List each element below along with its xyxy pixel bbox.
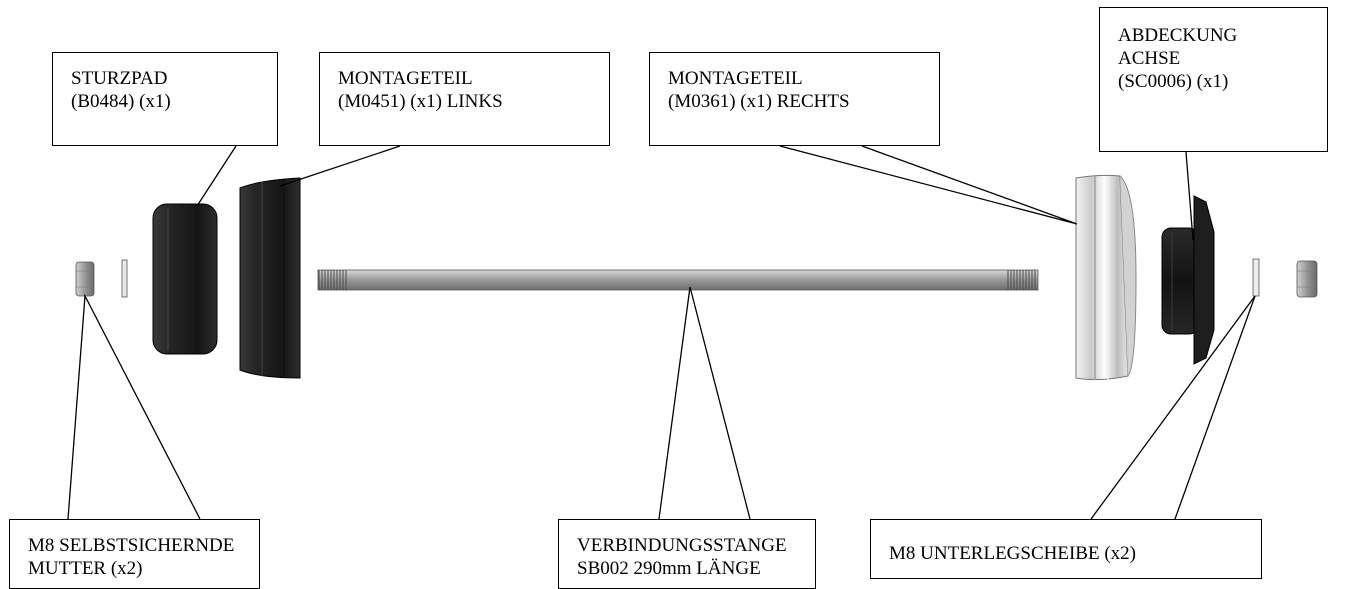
callout-line: (M0361) (x1) RECHTS bbox=[668, 91, 850, 112]
callout-verbindungsstange: VERBINDUNGSSTANGE SB002 290mm LÄNGE bbox=[558, 519, 816, 589]
m8-washer-right bbox=[1252, 258, 1260, 297]
mounting-part-right bbox=[1075, 174, 1137, 381]
callout-m8-unterlegscheibe: M8 UNTERLEGSCHEIBE (x2) bbox=[870, 519, 1262, 579]
callout-line: MONTAGETEIL bbox=[338, 68, 473, 89]
rod-thread-left bbox=[318, 270, 347, 290]
leader-stange bbox=[658, 286, 751, 520]
callout-sturzpad: STURZPAD (B0484) (x1) bbox=[52, 52, 278, 146]
callout-line: MONTAGETEIL bbox=[668, 68, 803, 89]
callout-m8-mutter: M8 SELBSTSICHERNDE MUTTER (x2) bbox=[9, 519, 260, 589]
m8-nut-right bbox=[1296, 260, 1318, 298]
rod-thread-right bbox=[1007, 270, 1036, 290]
leader-lines bbox=[67, 145, 1256, 520]
callout-line: (B0484) (x1) bbox=[71, 91, 171, 112]
callout-line: ACHSE bbox=[1118, 48, 1181, 69]
crash-pad-part bbox=[152, 203, 218, 355]
callout-abdeckung-achse: ABDECKUNG ACHSE (SC0006) (x1) bbox=[1099, 7, 1328, 152]
m8-nut-left bbox=[75, 261, 95, 297]
callout-line: ABDECKUNG bbox=[1118, 25, 1238, 46]
axle-cover-part bbox=[1161, 195, 1215, 365]
parts-illustration bbox=[67, 145, 1318, 520]
callout-line: (SC0006) (x1) bbox=[1118, 71, 1229, 92]
leader-montage-links bbox=[279, 145, 401, 187]
callout-line: VERBINDUNGSSTANGE bbox=[577, 535, 787, 556]
mounting-part-left bbox=[239, 177, 301, 379]
exploded-assembly-diagram: STURZPAD (B0484) (x1) MONTAGETEIL (M0451… bbox=[9, 7, 1328, 589]
callout-line: MUTTER (x2) bbox=[28, 558, 143, 579]
callout-line: STURZPAD bbox=[71, 68, 168, 89]
callout-line: M8 SELBSTSICHERNDE bbox=[28, 535, 235, 556]
leader-sturzpad bbox=[196, 145, 237, 207]
connecting-rod bbox=[317, 269, 1039, 291]
callout-montageteil-rechts: MONTAGETEIL (M0361) (x1) RECHTS bbox=[649, 52, 940, 146]
leader-scheibe bbox=[1090, 295, 1256, 520]
callout-line: SB002 290mm LÄNGE bbox=[577, 558, 761, 579]
leader-montage-rechts bbox=[779, 145, 1078, 225]
callout-line: (M0451) (x1) LINKS bbox=[338, 91, 503, 112]
leader-abdeckung bbox=[1185, 151, 1194, 241]
m8-washer-left bbox=[121, 259, 128, 298]
callout-line: M8 UNTERLEGSCHEIBE (x2) bbox=[889, 543, 1136, 564]
callout-montageteil-links: MONTAGETEIL (M0451) (x1) LINKS bbox=[319, 52, 610, 146]
leader-mutter bbox=[67, 293, 201, 520]
